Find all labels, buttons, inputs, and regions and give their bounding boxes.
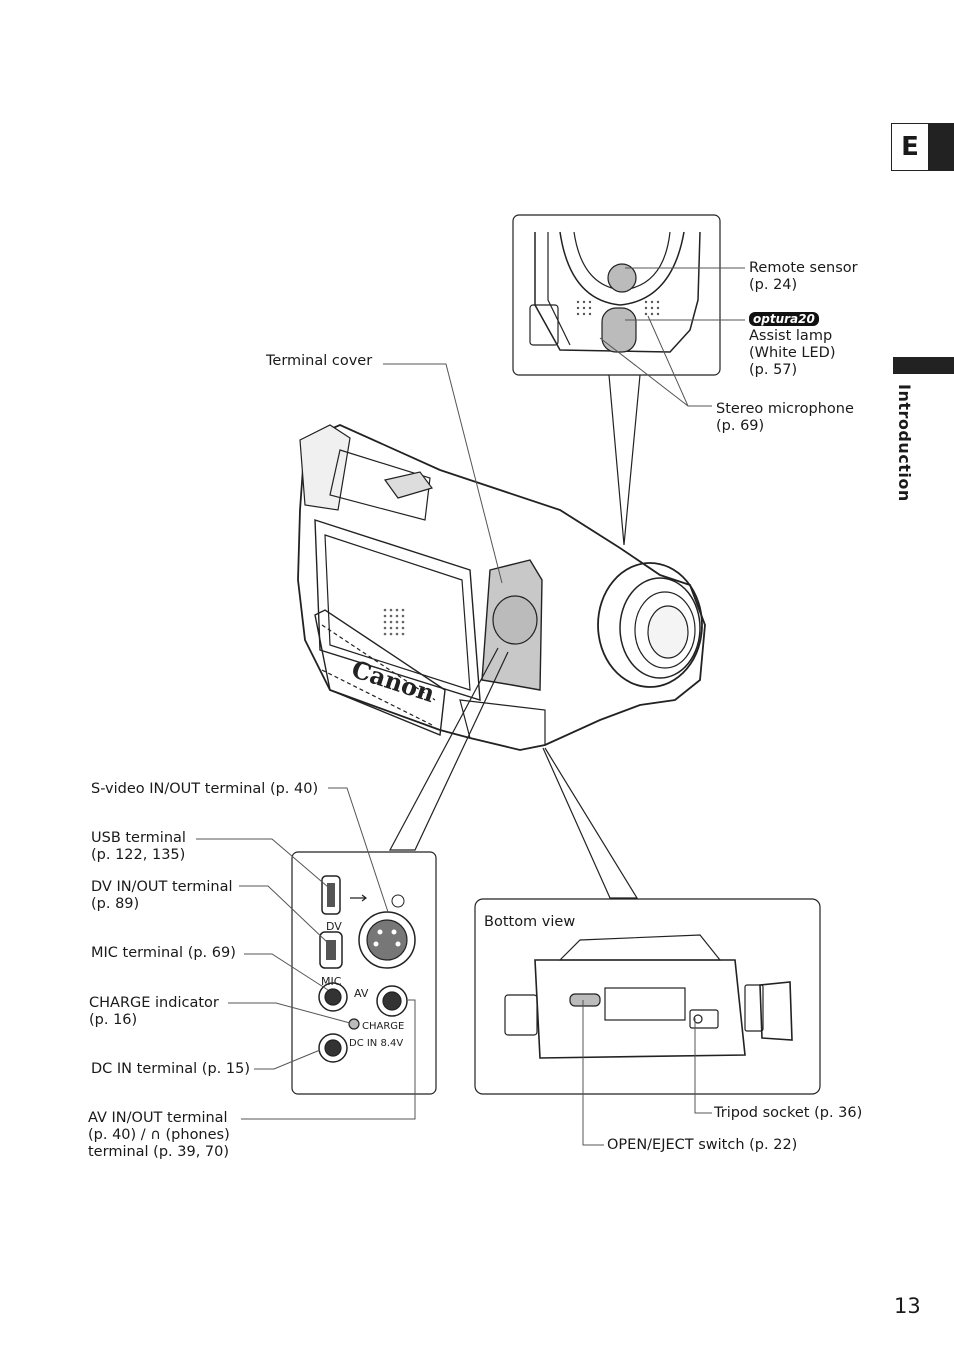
av-port bbox=[376, 985, 408, 1017]
dv-port bbox=[319, 931, 343, 969]
viewfinder-eyecup bbox=[299, 424, 351, 511]
bottom-view-panel bbox=[474, 898, 821, 1095]
mic-port bbox=[318, 982, 348, 1012]
label-dcin: DC IN terminal (p. 15) bbox=[91, 1061, 250, 1077]
mark-av: AV bbox=[354, 987, 369, 1000]
mark-dv: DV bbox=[326, 920, 342, 933]
label-bottom-view: Bottom view bbox=[484, 914, 576, 930]
label-av: AV IN/OUT terminal (p. 40) / ∩ (phones) … bbox=[88, 1110, 230, 1160]
leader-svideo bbox=[328, 787, 389, 913]
lcd-panel bbox=[314, 519, 481, 701]
svideo-port bbox=[358, 911, 416, 969]
label-stereo-microphone: Stereo microphone (p. 69) bbox=[716, 401, 854, 434]
language-tab-fill bbox=[929, 123, 954, 171]
mic-grille-dots bbox=[576, 300, 660, 316]
leader-open-eject bbox=[582, 1000, 604, 1146]
label-tripod: Tripod socket (p. 36) bbox=[714, 1105, 863, 1121]
section-title: Introduction bbox=[895, 384, 914, 502]
label-dv: DV IN/OUT terminal (p. 89) bbox=[91, 879, 233, 912]
assist-lamp-window bbox=[601, 307, 637, 353]
hand-strap bbox=[314, 609, 446, 736]
zoom-lever bbox=[383, 471, 433, 499]
leader-dv bbox=[239, 885, 328, 943]
mark-charge: CHARGE bbox=[362, 1021, 404, 1032]
leader-stereo-mic bbox=[599, 315, 712, 407]
label-mic: MIC terminal (p. 69) bbox=[91, 945, 236, 961]
label-assist-lamp: optura20 Assist lamp (White LED) (p. 57) bbox=[749, 312, 836, 378]
brand-logo: Canon bbox=[348, 654, 438, 708]
leader-mic bbox=[244, 953, 329, 991]
label-svideo: S-video IN/OUT terminal (p. 40) bbox=[91, 781, 319, 797]
mark-mic: MIC bbox=[321, 975, 342, 988]
mark-dcin: DC IN 8.4V bbox=[349, 1038, 403, 1049]
remote-sensor-window bbox=[607, 263, 637, 293]
usb-port bbox=[321, 875, 341, 915]
language-tab: E bbox=[891, 123, 954, 171]
speaker-grille bbox=[383, 608, 405, 636]
leader-av bbox=[241, 999, 416, 1120]
leader-usb bbox=[196, 838, 329, 888]
charge-led bbox=[348, 1018, 360, 1030]
label-open-eject: OPEN/EJECT switch (p. 22) bbox=[607, 1137, 798, 1153]
tripod-socket-drawing bbox=[689, 1009, 719, 1029]
open-eject-switch-drawing bbox=[569, 993, 601, 1007]
leader-tripod bbox=[694, 1018, 712, 1114]
leader-charge bbox=[228, 1002, 351, 1024]
leader-terminal-cover bbox=[383, 363, 503, 584]
label-remote-sensor: Remote sensor (p. 24) bbox=[749, 260, 858, 293]
terminal-panel bbox=[291, 851, 437, 1095]
label-usb: USB terminal (p. 122, 135) bbox=[91, 830, 186, 863]
label-terminal-cover: Terminal cover bbox=[266, 353, 373, 369]
front-detail-inset bbox=[512, 214, 721, 376]
page-number: 13 bbox=[894, 1294, 921, 1318]
section-bar bbox=[893, 357, 954, 374]
label-charge: CHARGE indicator (p. 16) bbox=[89, 995, 219, 1028]
leader-dcin bbox=[254, 1049, 321, 1070]
optura-badge: optura20 bbox=[749, 312, 819, 326]
language-tab-letter: E bbox=[891, 123, 929, 171]
lens-barrel bbox=[597, 562, 703, 688]
dcin-port bbox=[318, 1033, 348, 1063]
